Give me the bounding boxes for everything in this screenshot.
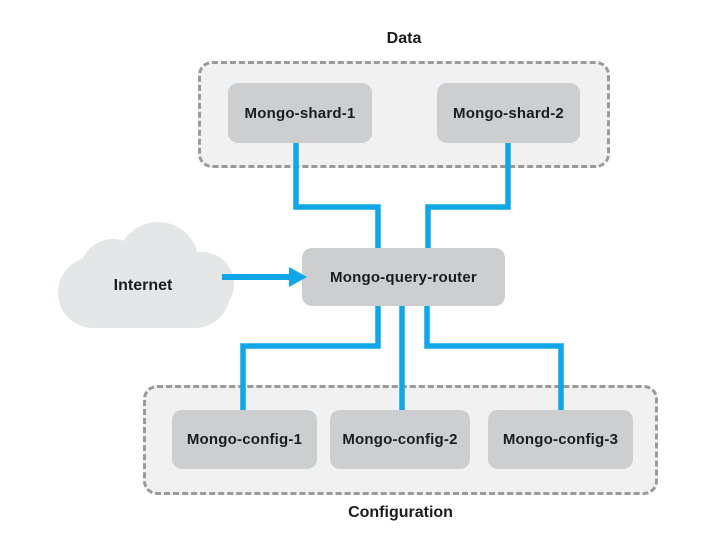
configuration-group-label: Configuration — [348, 504, 453, 521]
data-group-label: Data — [386, 30, 422, 47]
node-mongo-shard-1: Mongo-shard-1 — [228, 83, 372, 143]
node-mongo-config-3: Mongo-config-3 — [488, 410, 633, 469]
node-mongo-config-1: Mongo-config-1 — [172, 410, 317, 469]
node-mongo-query-router: Mongo-query-router — [302, 248, 505, 306]
node-mongo-config-2: Mongo-config-2 — [330, 410, 470, 469]
internet-label: Internet — [113, 277, 173, 294]
internet-to-router-arrow-icon — [222, 267, 307, 287]
internet-cloud-icon — [58, 222, 234, 328]
node-mongo-shard-2: Mongo-shard-2 — [437, 83, 580, 143]
